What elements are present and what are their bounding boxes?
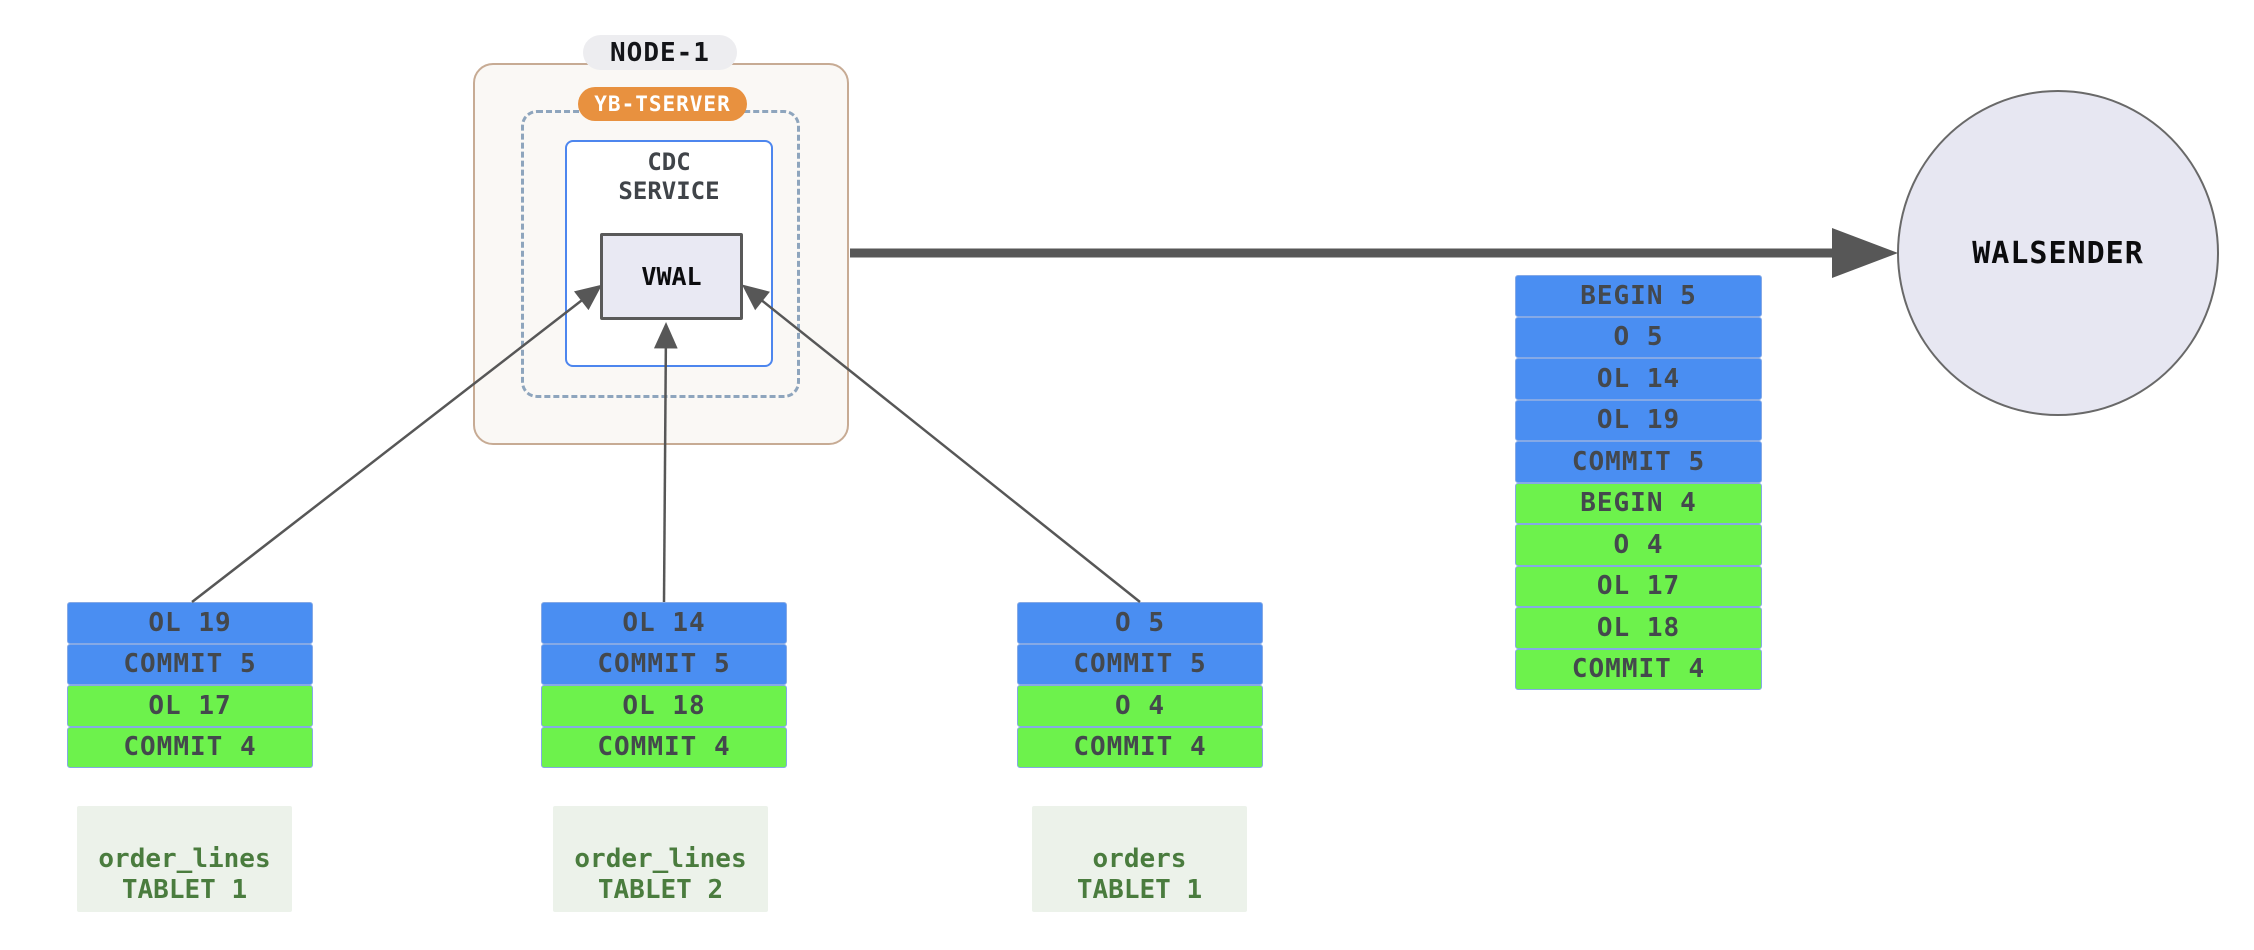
wal-record: COMMIT 5 bbox=[1017, 643, 1263, 685]
tablet-wal-stack: O 5 COMMIT 5 O 4 COMMIT 4 bbox=[1017, 602, 1263, 768]
node1-title: NODE-1 bbox=[610, 37, 710, 68]
tablet-wal-stack: OL 14 COMMIT 5 OL 18 COMMIT 4 bbox=[541, 602, 787, 768]
merged-stream-stack: BEGIN 5 O 5 OL 14 OL 19 COMMIT 5 BEGIN 4… bbox=[1515, 275, 1762, 690]
cdc-service-label-line2: SERVICE bbox=[618, 177, 720, 205]
wal-record: OL 19 bbox=[67, 602, 313, 644]
tablet-name-plate: order_lines TABLET 2 bbox=[553, 806, 768, 912]
wal-record: OL 14 bbox=[541, 602, 787, 644]
yb-tserver-badge: YB-TSERVER bbox=[578, 87, 747, 121]
tablet-number: TABLET 1 bbox=[1076, 875, 1203, 905]
vwal-label: VWAL bbox=[641, 262, 702, 291]
wal-record: COMMIT 4 bbox=[541, 726, 787, 768]
wal-record: COMMIT 5 bbox=[541, 643, 787, 685]
stream-record: O 5 bbox=[1515, 316, 1762, 358]
wal-record: O 5 bbox=[1017, 602, 1263, 644]
wal-record: COMMIT 5 bbox=[67, 643, 313, 685]
tablet-number: TABLET 1 bbox=[121, 875, 248, 905]
wal-record: OL 17 bbox=[67, 685, 313, 727]
tablet-name-plate: order_lines TABLET 1 bbox=[77, 806, 292, 912]
cdc-service-label: CDC SERVICE bbox=[565, 148, 773, 206]
node1-title-badge: NODE-1 bbox=[583, 35, 737, 70]
tablet-table-name: order_lines bbox=[98, 844, 271, 874]
wal-record: COMMIT 4 bbox=[67, 726, 313, 768]
tablet-table-name: orders bbox=[1092, 844, 1187, 874]
tablet-name-plate: orders TABLET 1 bbox=[1032, 806, 1247, 912]
stream-record: O 4 bbox=[1515, 524, 1762, 566]
wal-record: O 4 bbox=[1017, 685, 1263, 727]
vwal-box: VWAL bbox=[600, 233, 743, 320]
stream-record: OL 18 bbox=[1515, 607, 1762, 649]
stream-record: OL 17 bbox=[1515, 565, 1762, 607]
stream-record: COMMIT 4 bbox=[1515, 648, 1762, 690]
walsender-label: WALSENDER bbox=[1972, 235, 2144, 271]
walsender-circle: WALSENDER bbox=[1897, 90, 2219, 416]
stream-record: BEGIN 4 bbox=[1515, 482, 1762, 524]
stream-record: OL 19 bbox=[1515, 399, 1762, 441]
wal-record: OL 18 bbox=[541, 685, 787, 727]
cdc-service-label-line1: CDC bbox=[647, 148, 691, 176]
tablet-number: TABLET 2 bbox=[597, 875, 724, 905]
tablet-table-name: order_lines bbox=[574, 844, 747, 874]
wal-record: COMMIT 4 bbox=[1017, 726, 1263, 768]
stream-record: BEGIN 5 bbox=[1515, 275, 1762, 317]
stream-record: OL 14 bbox=[1515, 358, 1762, 400]
tablet-wal-stack: OL 19 COMMIT 5 OL 17 COMMIT 4 bbox=[67, 602, 313, 768]
yb-tserver-label: YB-TSERVER bbox=[594, 92, 731, 116]
stream-record: COMMIT 5 bbox=[1515, 441, 1762, 483]
node-to-walsender-arrowhead bbox=[1832, 228, 1898, 278]
